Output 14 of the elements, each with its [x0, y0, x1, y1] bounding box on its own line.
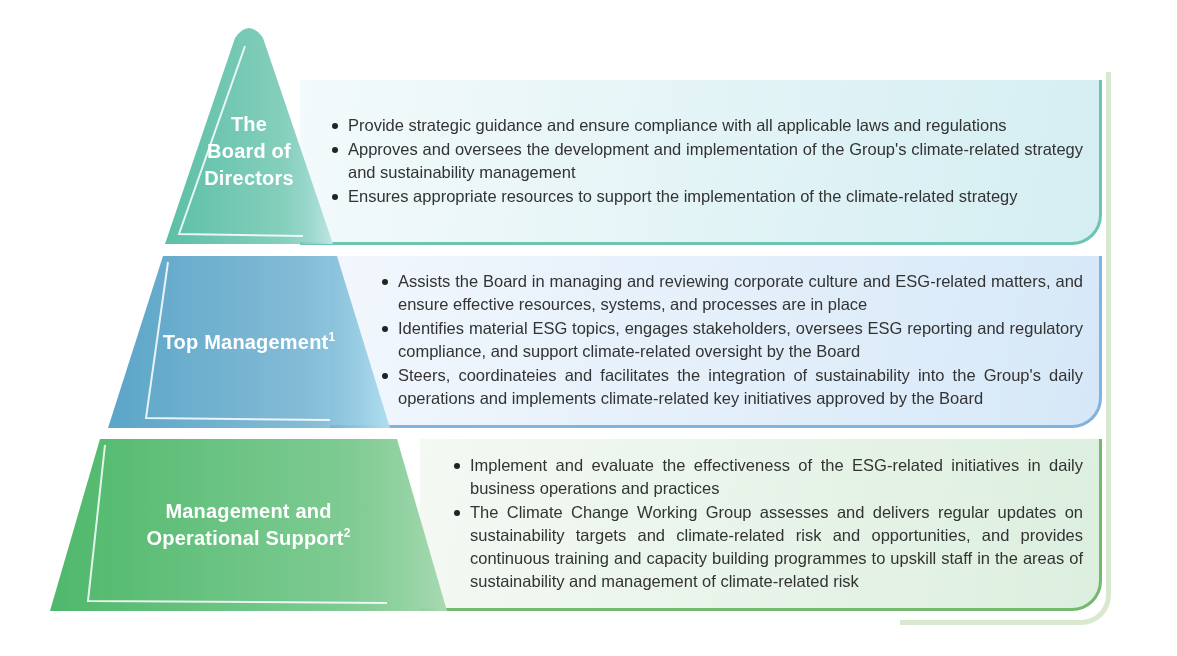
pyramid-tier: [108, 256, 390, 428]
tier-title: The Board of Directors: [203, 112, 295, 191]
bullet-text: Implement and evaluate the effectiveness of the ESG-related initiatives in daily business operations and practices: [470, 454, 1083, 499]
bullet-text: Provide strategic guidance and ensure compliance with all applicable laws and regulations: [348, 114, 1008, 136]
description-panel: [420, 439, 1102, 611]
bullet-text: Identifies material ESG topics, engages stakeholders, oversees ESG reporting and regulatory compliance, and support climate-related oversight by the Board: [398, 318, 1083, 362]
pyramid-tier: [50, 439, 447, 611]
bullet-text: The Climate Change Working Group assesses and delivers regular updates on sustainability targets and climate-related risk and opportunities, and provides continuous training and capacity building programmes to upskill staff in the areas of sustainability and management of climate-related risk: [470, 501, 1083, 592]
tier-title: Management and Operational Support$^{2}$: [145, 499, 352, 551]
bullet-text: Assists the Board in managing and reviewing corporate culture and ESG-related matters, and ensure effective resources, systems, and processes are in place: [398, 271, 1083, 315]
bullet-text: Ensures appropriate resources to support the implementation of the climate-related strategy: [348, 185, 1019, 207]
bullet-text: Approves and oversees the development and implementation of the Group's climate-related strategy and sustainability management: [348, 138, 1083, 183]
bullet-text: Steers, coordinateies and facilitates the integration of sustainability into the Group's daily operations and implements climate-related key initiatives approved by the Board: [398, 365, 1083, 409]
tier-title: Top Management$^{1}$: [162, 328, 336, 355]
